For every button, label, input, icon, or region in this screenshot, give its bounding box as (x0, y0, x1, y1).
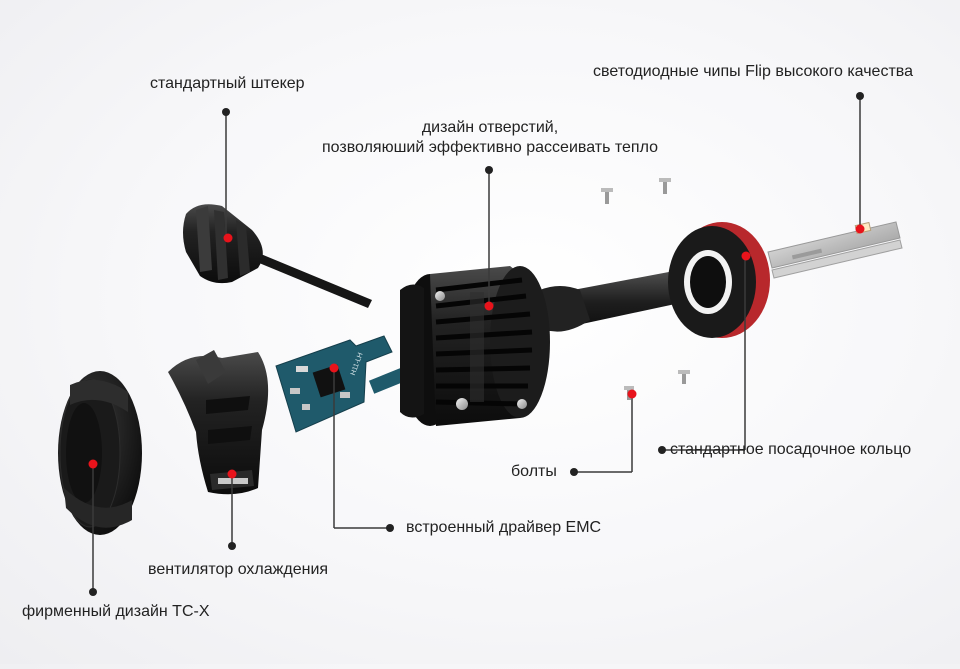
label-flip-chips: светодиодные чипы Flip высокого качества (593, 63, 913, 80)
leader-end-dots (89, 92, 864, 596)
label-holes-design: дизайн отверстий, позволяюший эффективно… (300, 118, 680, 158)
mounting-ring-part (668, 222, 770, 338)
screw-1 (601, 188, 613, 204)
label-cooling-fan: вентилятор охлаждения (148, 561, 329, 578)
label-holes-line2: позволяюший эффективно рассеивать тепло (322, 139, 658, 156)
marker-driver (329, 363, 339, 373)
cooling-fan-part (168, 350, 269, 495)
label-tcx-design: фирменный дизайн TC-X (22, 603, 210, 620)
label-holes-line1: дизайн отверстий, (421, 119, 559, 136)
led-chip-part (767, 221, 903, 279)
marker-holes (484, 301, 494, 311)
emc-driver-board-part: H11-LH (275, 335, 416, 433)
label-mounting-ring: стандартное посадочное кольцо (670, 441, 912, 458)
marker-bolts (627, 389, 637, 399)
label-emc-driver: встроенный драйвер EMC (406, 519, 602, 536)
label-standard-plug: стандартный штекер (150, 75, 305, 92)
screw-4 (678, 370, 690, 384)
marker-ring (741, 251, 751, 261)
tcx-cover-part (58, 371, 142, 535)
label-bolts: болты (511, 463, 557, 480)
heatsink-body-part (400, 266, 694, 426)
red-markers (88, 224, 865, 479)
plug-part (183, 204, 372, 308)
screw-2 (659, 178, 671, 194)
marker-chips (855, 224, 865, 234)
marker-design (88, 459, 98, 469)
marker-fan (227, 469, 237, 479)
marker-plug (223, 233, 233, 243)
leader-lines (92, 96, 861, 592)
